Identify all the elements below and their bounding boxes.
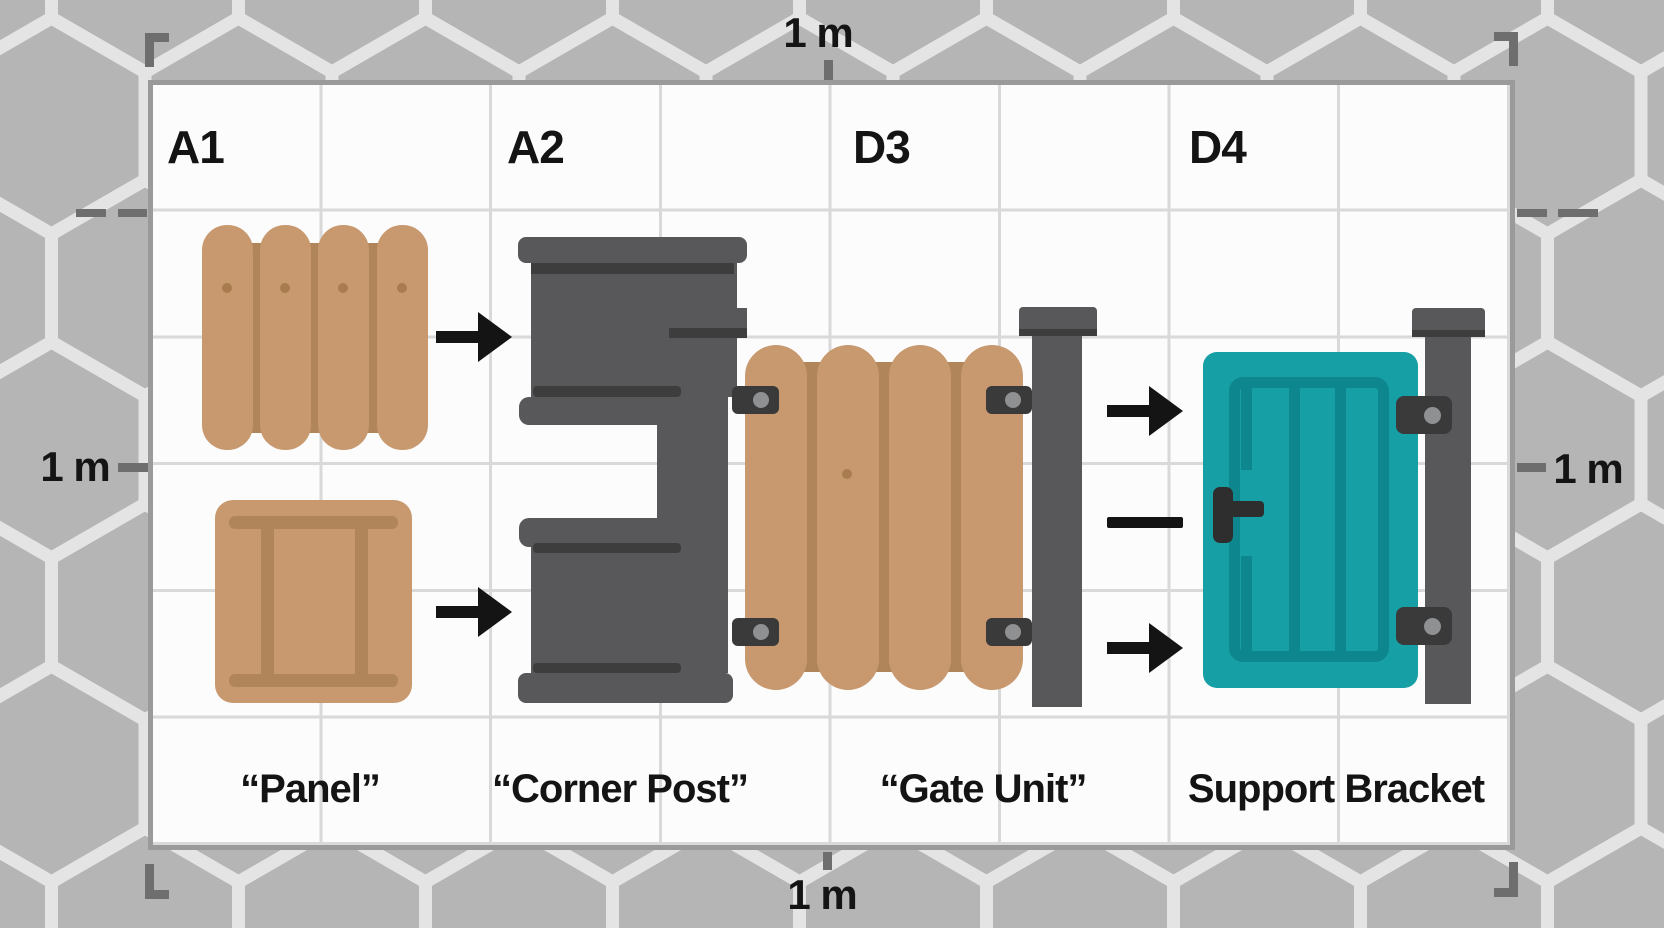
caption-panel: “Panel” <box>240 767 381 811</box>
nail-dot <box>280 283 290 293</box>
frame-stile-left <box>261 519 274 684</box>
hinge-bolt <box>753 624 769 640</box>
nail-dot <box>222 283 232 293</box>
gate-door-slat-line <box>1241 388 1252 470</box>
fence-post-cap-stripe <box>1412 330 1485 337</box>
dimension-label-bottom: 1 m <box>787 871 857 918</box>
frame-base <box>215 500 412 703</box>
frame-rail-top <box>229 516 398 529</box>
right-arrow-icon <box>1107 386 1183 436</box>
gate-door-slat-line <box>1289 388 1300 651</box>
hinge-bolt <box>753 392 769 408</box>
left-dash-tick-2 <box>118 209 147 217</box>
gate-door-slat-line <box>1241 556 1252 651</box>
right-dash-tick-2 <box>1558 209 1598 217</box>
right-arrow-icon <box>436 587 512 637</box>
plank <box>202 225 253 450</box>
dimension-label-left: 1 m <box>40 443 110 490</box>
caption-corner-post: “Corner Post” <box>492 767 749 811</box>
corner-post-lower-flange <box>519 518 672 547</box>
corner-post-stripe <box>531 263 734 274</box>
hinge-bolt <box>1005 392 1021 408</box>
left-dash-tick-1 <box>76 209 106 217</box>
right-arrow-icon <box>436 312 512 362</box>
gate-handle-grip <box>1230 501 1264 517</box>
corner-mark-bottom-left <box>145 864 169 899</box>
gate-door-slat-line <box>1335 388 1346 651</box>
corner-mark-top-left <box>145 33 169 67</box>
plank <box>260 225 311 450</box>
gate-plank <box>889 345 951 690</box>
bottom-scale-tick <box>823 852 832 870</box>
cell-label-d4: D4 <box>1189 121 1247 173</box>
plank <box>377 225 428 450</box>
gate-door-inner-frame <box>1229 377 1389 662</box>
gate-handle <box>1213 487 1233 543</box>
hinge-bolt <box>1005 624 1021 640</box>
frame-stile-right <box>355 519 368 684</box>
cell-label-d3: D3 <box>853 121 911 173</box>
fence-post-cap-stripe <box>1019 329 1097 336</box>
cell-label-a1: A1 <box>167 121 225 173</box>
nail-dot <box>842 469 852 479</box>
corner-post-stripe <box>669 328 747 338</box>
right-scale-tick <box>1517 463 1546 472</box>
nail-dot <box>338 283 348 293</box>
hinge-bolt <box>1424 618 1441 635</box>
corner-mark-top-right <box>1494 32 1518 66</box>
corner-post-top-cap <box>518 237 747 263</box>
corner-mark-bottom-right <box>1494 862 1518 897</box>
caption-support-bracket: Support Bracket <box>1187 767 1485 811</box>
right-dash-tick-1 <box>1517 209 1547 217</box>
connector-line-icon <box>1107 517 1183 528</box>
corner-post-stripe <box>533 386 681 397</box>
left-scale-tick <box>118 463 148 472</box>
nail-dot <box>397 283 407 293</box>
frame-rail-bottom <box>229 674 398 687</box>
corner-post-stripe <box>533 663 681 673</box>
cell-label-a2: A2 <box>507 121 565 173</box>
hinge-bolt <box>1424 407 1441 424</box>
gate-plank <box>817 345 879 690</box>
dimension-label-top: 1 m <box>783 9 853 56</box>
top-scale-tick <box>824 60 833 80</box>
plank <box>318 225 369 450</box>
corner-post-lower-body <box>531 547 728 673</box>
corner-post-bottom-cap <box>518 673 733 703</box>
fence-post-icon <box>1032 333 1082 707</box>
corner-post-upper-flange <box>519 397 681 425</box>
right-arrow-icon <box>1107 623 1183 673</box>
corner-post-stripe <box>533 543 681 553</box>
caption-gate-unit: “Gate Unit” <box>879 767 1088 811</box>
dimension-label-right: 1 m <box>1553 445 1623 492</box>
fence-post-icon <box>1425 334 1471 704</box>
